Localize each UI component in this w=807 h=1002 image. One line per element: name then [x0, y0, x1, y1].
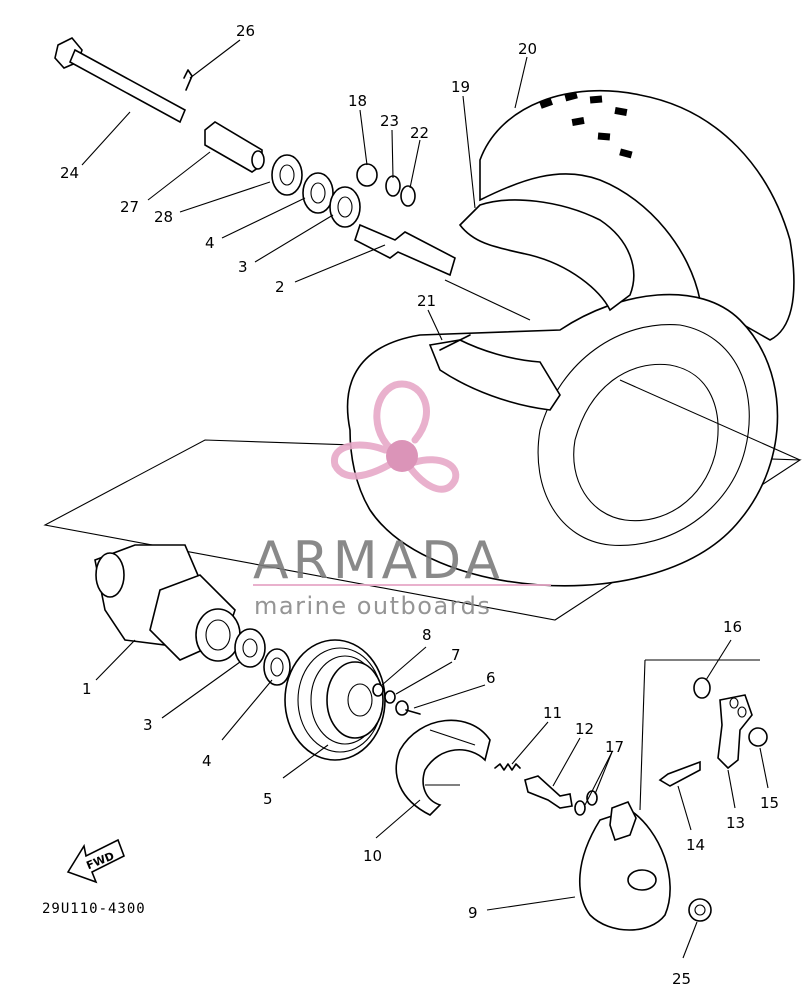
callout-17: 17 [605, 738, 624, 756]
callout-19: 19 [451, 78, 470, 96]
callout-8: 8 [422, 626, 432, 644]
bolt-14 [658, 760, 701, 787]
washer-16 [693, 677, 711, 699]
callout-9: 9 [468, 904, 478, 922]
wheel-hub [94, 544, 241, 662]
armada-watermark: ARMADA marine outboards [253, 380, 551, 620]
spring-11 [494, 763, 521, 771]
callout-27: 27 [120, 198, 139, 216]
callout-18: 18 [348, 92, 367, 110]
watermark-brand: ARMADA [253, 531, 504, 591]
brake-shoe [395, 719, 491, 816]
propeller-logo [331, 380, 460, 493]
callout-4-upper: 4 [205, 234, 215, 252]
callout-12: 12 [575, 720, 594, 738]
tread-blocks [539, 91, 633, 159]
callout-3-lower: 3 [143, 716, 153, 734]
callout-15: 15 [760, 794, 779, 812]
tire-assembly [346, 89, 801, 587]
fwd-arrow: FWD [66, 838, 126, 884]
rim-half-lower [428, 339, 561, 411]
washer-7 [384, 690, 396, 704]
callout-25: 25 [672, 970, 691, 988]
callout-26: 26 [236, 22, 255, 40]
callout-20: 20 [518, 40, 537, 58]
axle-sleeve [204, 121, 265, 173]
callout-7: 7 [451, 646, 461, 664]
brake-cover [578, 800, 671, 931]
callout-23: 23 [380, 112, 399, 130]
cover-reference-line-vertical [639, 659, 646, 811]
leader-lines [81, 39, 769, 959]
callout-6: 6 [486, 669, 496, 687]
callout-13: 13 [726, 814, 745, 832]
o-rings-17 [574, 790, 598, 816]
valve-stem [439, 334, 471, 351]
washer-22 [400, 185, 416, 207]
tire-sidewall [537, 324, 750, 546]
bearing-3-lower [234, 628, 266, 668]
tire-tread-upper [479, 89, 795, 341]
nut-18 [356, 163, 378, 187]
tire-sidewall-inner [573, 363, 719, 522]
callout-5: 5 [263, 790, 273, 808]
bearing-3-upper [329, 186, 361, 228]
axle-centerline [444, 279, 531, 321]
bolt-6 [395, 700, 421, 716]
callout-28: 28 [154, 208, 173, 226]
callout-11: 11 [543, 704, 562, 722]
fwd-label: FWD [84, 849, 116, 872]
nut-25 [688, 898, 712, 922]
diagram-code: 29U110-4300 [42, 901, 146, 917]
callout-14: 14 [686, 836, 705, 854]
rim-half-upper [458, 199, 635, 312]
screw-8 [372, 683, 384, 697]
spacer-collar [354, 223, 456, 277]
watermark-tagline: marine outboards [254, 592, 491, 620]
nut-15 [748, 727, 768, 747]
callout-1: 1 [82, 680, 92, 698]
bearing-4-lower [263, 648, 291, 686]
callout-22: 22 [410, 124, 429, 142]
brake-arm-13 [717, 694, 753, 770]
cotter-pin [183, 69, 193, 91]
watermark-rule [253, 584, 551, 586]
bearing-4-upper [302, 172, 334, 214]
callout-2: 2 [275, 278, 285, 296]
callout-10: 10 [363, 847, 382, 865]
brake-drum [284, 639, 386, 761]
axle-centerline-out [619, 379, 801, 461]
washer-23 [385, 175, 401, 197]
callout-21: 21 [417, 292, 436, 310]
callout-24: 24 [60, 164, 79, 182]
brake-cam-12 [524, 775, 573, 809]
bearing-28 [271, 154, 303, 196]
callout-4-lower: 4 [202, 752, 212, 770]
callout-16: 16 [723, 618, 742, 636]
callout-numbers: 26 24 27 28 4 3 2 18 23 22 19 20 21 1 3 … [60, 22, 779, 988]
axle-bolt [54, 37, 187, 124]
callout-3-upper: 3 [238, 258, 248, 276]
